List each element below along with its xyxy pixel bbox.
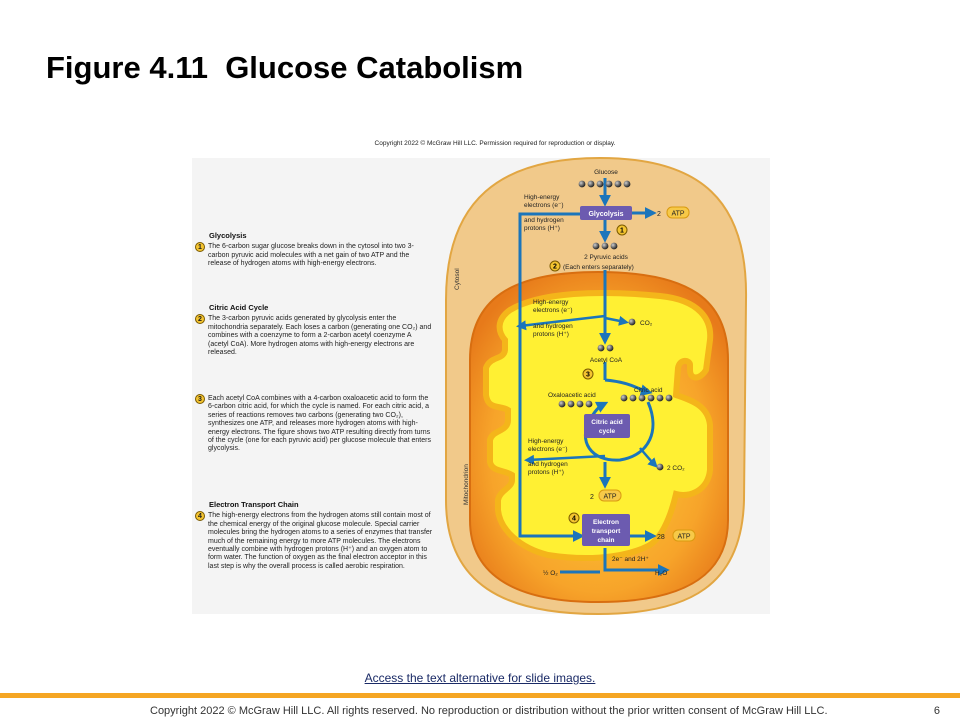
citric-acid-cycle-box — [584, 414, 630, 438]
text-alternative-link[interactable]: Access the text alternative for slide im… — [364, 671, 596, 685]
svg-text:ATP: ATP — [603, 494, 616, 501]
pyruvic-label: 2 Pyruvic acids — [584, 254, 628, 261]
step-heading: Citric Acid Cycle — [209, 303, 269, 312]
co2-label: CO₂ — [640, 320, 653, 327]
figure-copyright: Copyright 2022 © McGraw Hill LLC. Permis… — [374, 140, 616, 147]
etc-label-line1: Electron — [593, 519, 619, 526]
electrons-label-3a: High-energy — [528, 438, 564, 445]
co2-molecule — [628, 318, 636, 326]
electrons-label-2b: electrons (e⁻) — [533, 307, 573, 314]
footer-bar — [0, 693, 960, 698]
svg-text:4: 4 — [572, 516, 576, 523]
protons-label-3a: and hydrogen — [528, 461, 568, 468]
svg-text:3: 3 — [586, 372, 590, 379]
protons-label-1b: protons (H⁺) — [524, 225, 560, 232]
svg-text:ATP: ATP — [677, 534, 690, 541]
glucose-molecule — [578, 180, 631, 188]
text-alternative-link-row: Access the text alternative for slide im… — [0, 671, 960, 685]
citric-acid-molecule — [620, 394, 673, 402]
etc-label-line3: chain — [598, 537, 615, 544]
svg-text:1: 1 — [620, 228, 624, 235]
step-glycolysis: Glycolysis 1 The 6-carbon sugar glucose … — [195, 231, 433, 269]
oxaloacetic-label: Oxaloacetic acid — [548, 392, 596, 399]
svg-text:2: 2 — [553, 264, 557, 271]
step-heading: Electron Transport Chain — [209, 500, 299, 509]
two-co2-label: 2 CO₂ — [667, 465, 685, 472]
page-number: 6 — [933, 705, 940, 717]
step-number-badge: 4 — [195, 511, 205, 522]
step-text: The 6-carbon sugar glucose breaks down i… — [208, 243, 414, 268]
svg-text:ATP: ATP — [671, 211, 684, 218]
electron-transport-chain-box — [582, 514, 630, 546]
protons-label-2a: and hydrogen — [533, 323, 573, 330]
cytosol-label: Cytosol — [454, 268, 461, 290]
step-heading: Glycolysis — [209, 231, 247, 240]
step-electron-transport-chain: Electron Transport Chain 4 The high-ener… — [195, 500, 433, 571]
glycolysis-box — [580, 206, 632, 220]
step-number-badge: 3 — [195, 394, 205, 404]
mitochondrion-label: Mitochondrion — [463, 464, 470, 505]
electrons-label-3b: electrons (e⁻) — [528, 446, 568, 453]
diagram-step-1: 1 — [616, 224, 628, 236]
two-co2-molecule — [656, 463, 664, 471]
protons-label-2b: protons (H⁺) — [533, 331, 569, 338]
step-citric-acid-cycle: Citric Acid Cycle 2 The 3-carbon pyruvic… — [195, 303, 433, 357]
pyruvic-acid-molecule — [592, 242, 618, 250]
two-e-label: 2e⁻ and 2H⁺ — [612, 556, 649, 563]
etc-label-line2: transport — [592, 528, 621, 535]
electrons-label-2a: High-energy — [533, 299, 569, 306]
water-label: H₂O — [655, 570, 667, 577]
glucose-label: Glucose — [594, 169, 618, 176]
etc-atp: 28 ATP — [657, 529, 696, 542]
slide-title: Figure 4.11 Glucose Catabolism — [46, 50, 524, 85]
glycolysis-label: Glycolysis — [588, 211, 623, 218]
diagram-step-2: 2 — [549, 260, 561, 272]
electrons-label-1a: High-energy — [524, 194, 560, 201]
electrons-label-1b: electrons (e⁻) — [524, 202, 564, 209]
protons-label-1a: and hydrogen — [524, 217, 564, 224]
protons-label-3b: protons (H⁺) — [528, 469, 564, 476]
diagram-step-3: 3 — [582, 368, 594, 380]
glycolysis-atp: 2 ATP — [657, 206, 690, 219]
acetyl-coa-molecule — [597, 344, 614, 352]
step-citric-acid-detail: 3 Each acetyl CoA combines with a 4-carb… — [195, 394, 433, 454]
step-text: Each acetyl CoA combines with a 4-carbon… — [208, 395, 431, 453]
step-text: The 3-carbon pyruvic acids generated by … — [208, 315, 432, 357]
each-enters-label: (Each enters separately) — [563, 264, 634, 271]
svg-text:2: 2 — [657, 211, 661, 218]
step-text: The high-energy electrons from the hydro… — [208, 512, 433, 570]
step-number-badge: 2 — [195, 314, 205, 325]
svg-text:2: 2 — [590, 494, 594, 501]
diagram-step-4: 4 — [568, 512, 580, 524]
cycle-atp: 2 ATP — [590, 489, 622, 502]
cycle-label-line2: cycle — [599, 428, 616, 435]
oxaloacetic-acid-molecule — [558, 400, 593, 408]
step-number-badge: 1 — [195, 242, 205, 253]
footer-copyright: Copyright 2022 © McGraw Hill LLC. All ri… — [150, 705, 828, 717]
half-o2-label: ½ O₂ — [543, 569, 558, 577]
cycle-label-line1: Citric acid — [591, 419, 622, 426]
citric-acid-label: Citric acid — [634, 387, 663, 394]
svg-text:28: 28 — [657, 534, 665, 541]
acetyl-coa-label: Acetyl CoA — [590, 357, 623, 364]
